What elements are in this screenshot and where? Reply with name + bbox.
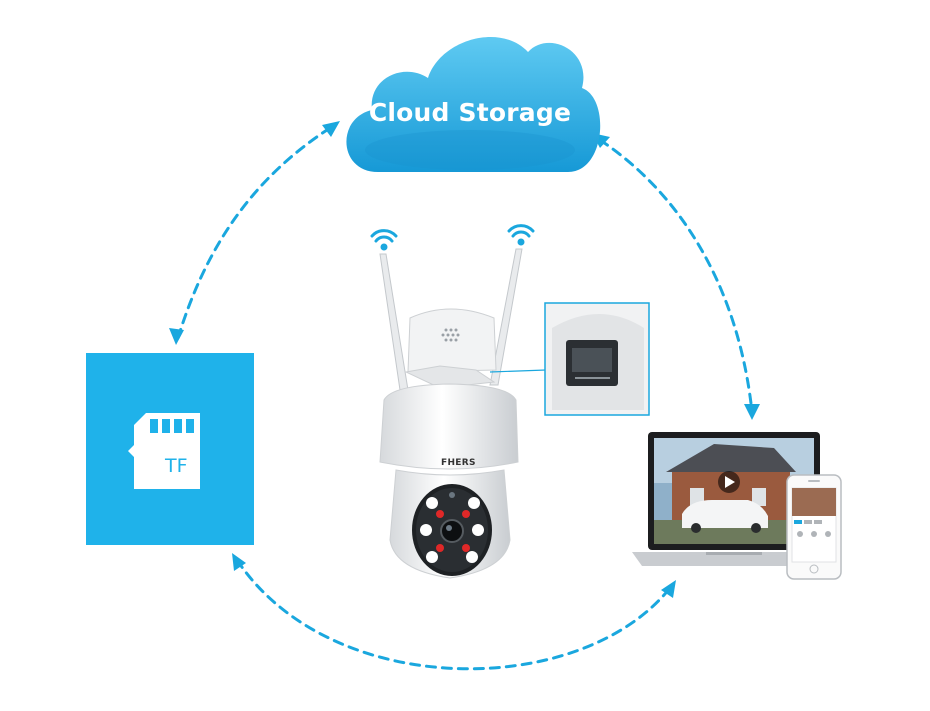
arrow-cloud-tf [178, 128, 330, 338]
tf-card-panel [86, 353, 254, 545]
arrowhead-cloud-left [322, 121, 340, 137]
arrowhead-laptop-top [744, 404, 760, 420]
ptz-camera-icon [380, 249, 522, 578]
arrowhead-tf-top [169, 328, 184, 345]
smartphone-icon [787, 475, 841, 579]
cloud-storage-label: Cloud Storage [350, 98, 590, 127]
sd-card-icon [86, 353, 254, 545]
arrowhead-tf-bottom [232, 553, 246, 571]
wifi-icon [509, 226, 533, 244]
camera-brand-label: FHERS [441, 458, 476, 468]
tf-card-label: TF [165, 455, 188, 477]
wifi-icon [372, 231, 396, 249]
